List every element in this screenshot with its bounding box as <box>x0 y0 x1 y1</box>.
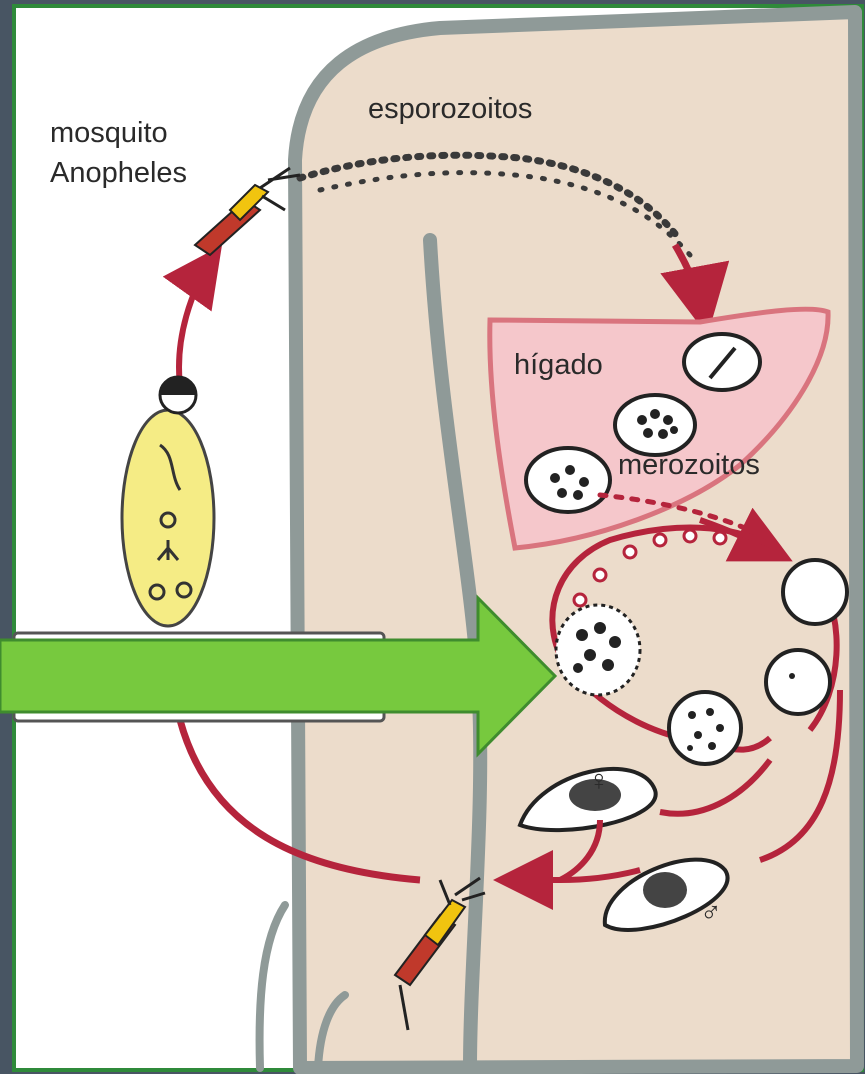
oocyst-sphere <box>160 377 196 413</box>
liver-cell-schizont-large <box>526 448 610 512</box>
label-merozoites: merozoitos <box>618 449 760 481</box>
female-symbol: ♀ <box>588 765 610 797</box>
label-mosquito-line1: mosquito <box>50 117 168 149</box>
male-symbol: ♂ <box>700 897 722 929</box>
liver-cell-schizont-small <box>615 395 695 455</box>
red-blood-cell-rupturing <box>556 605 640 695</box>
red-blood-cell-schizont <box>669 692 741 764</box>
red-blood-cell-ring-stage <box>766 650 830 714</box>
liver-cell-sporozoite <box>684 334 760 390</box>
label-sporozoites: esporozoitos <box>368 93 532 125</box>
label-liver: hígado <box>514 349 603 381</box>
red-blood-cell-uninfected <box>783 560 847 624</box>
mosquito-stage-oval <box>122 410 214 626</box>
label-mosquito-line2: Anopheles <box>50 157 187 189</box>
